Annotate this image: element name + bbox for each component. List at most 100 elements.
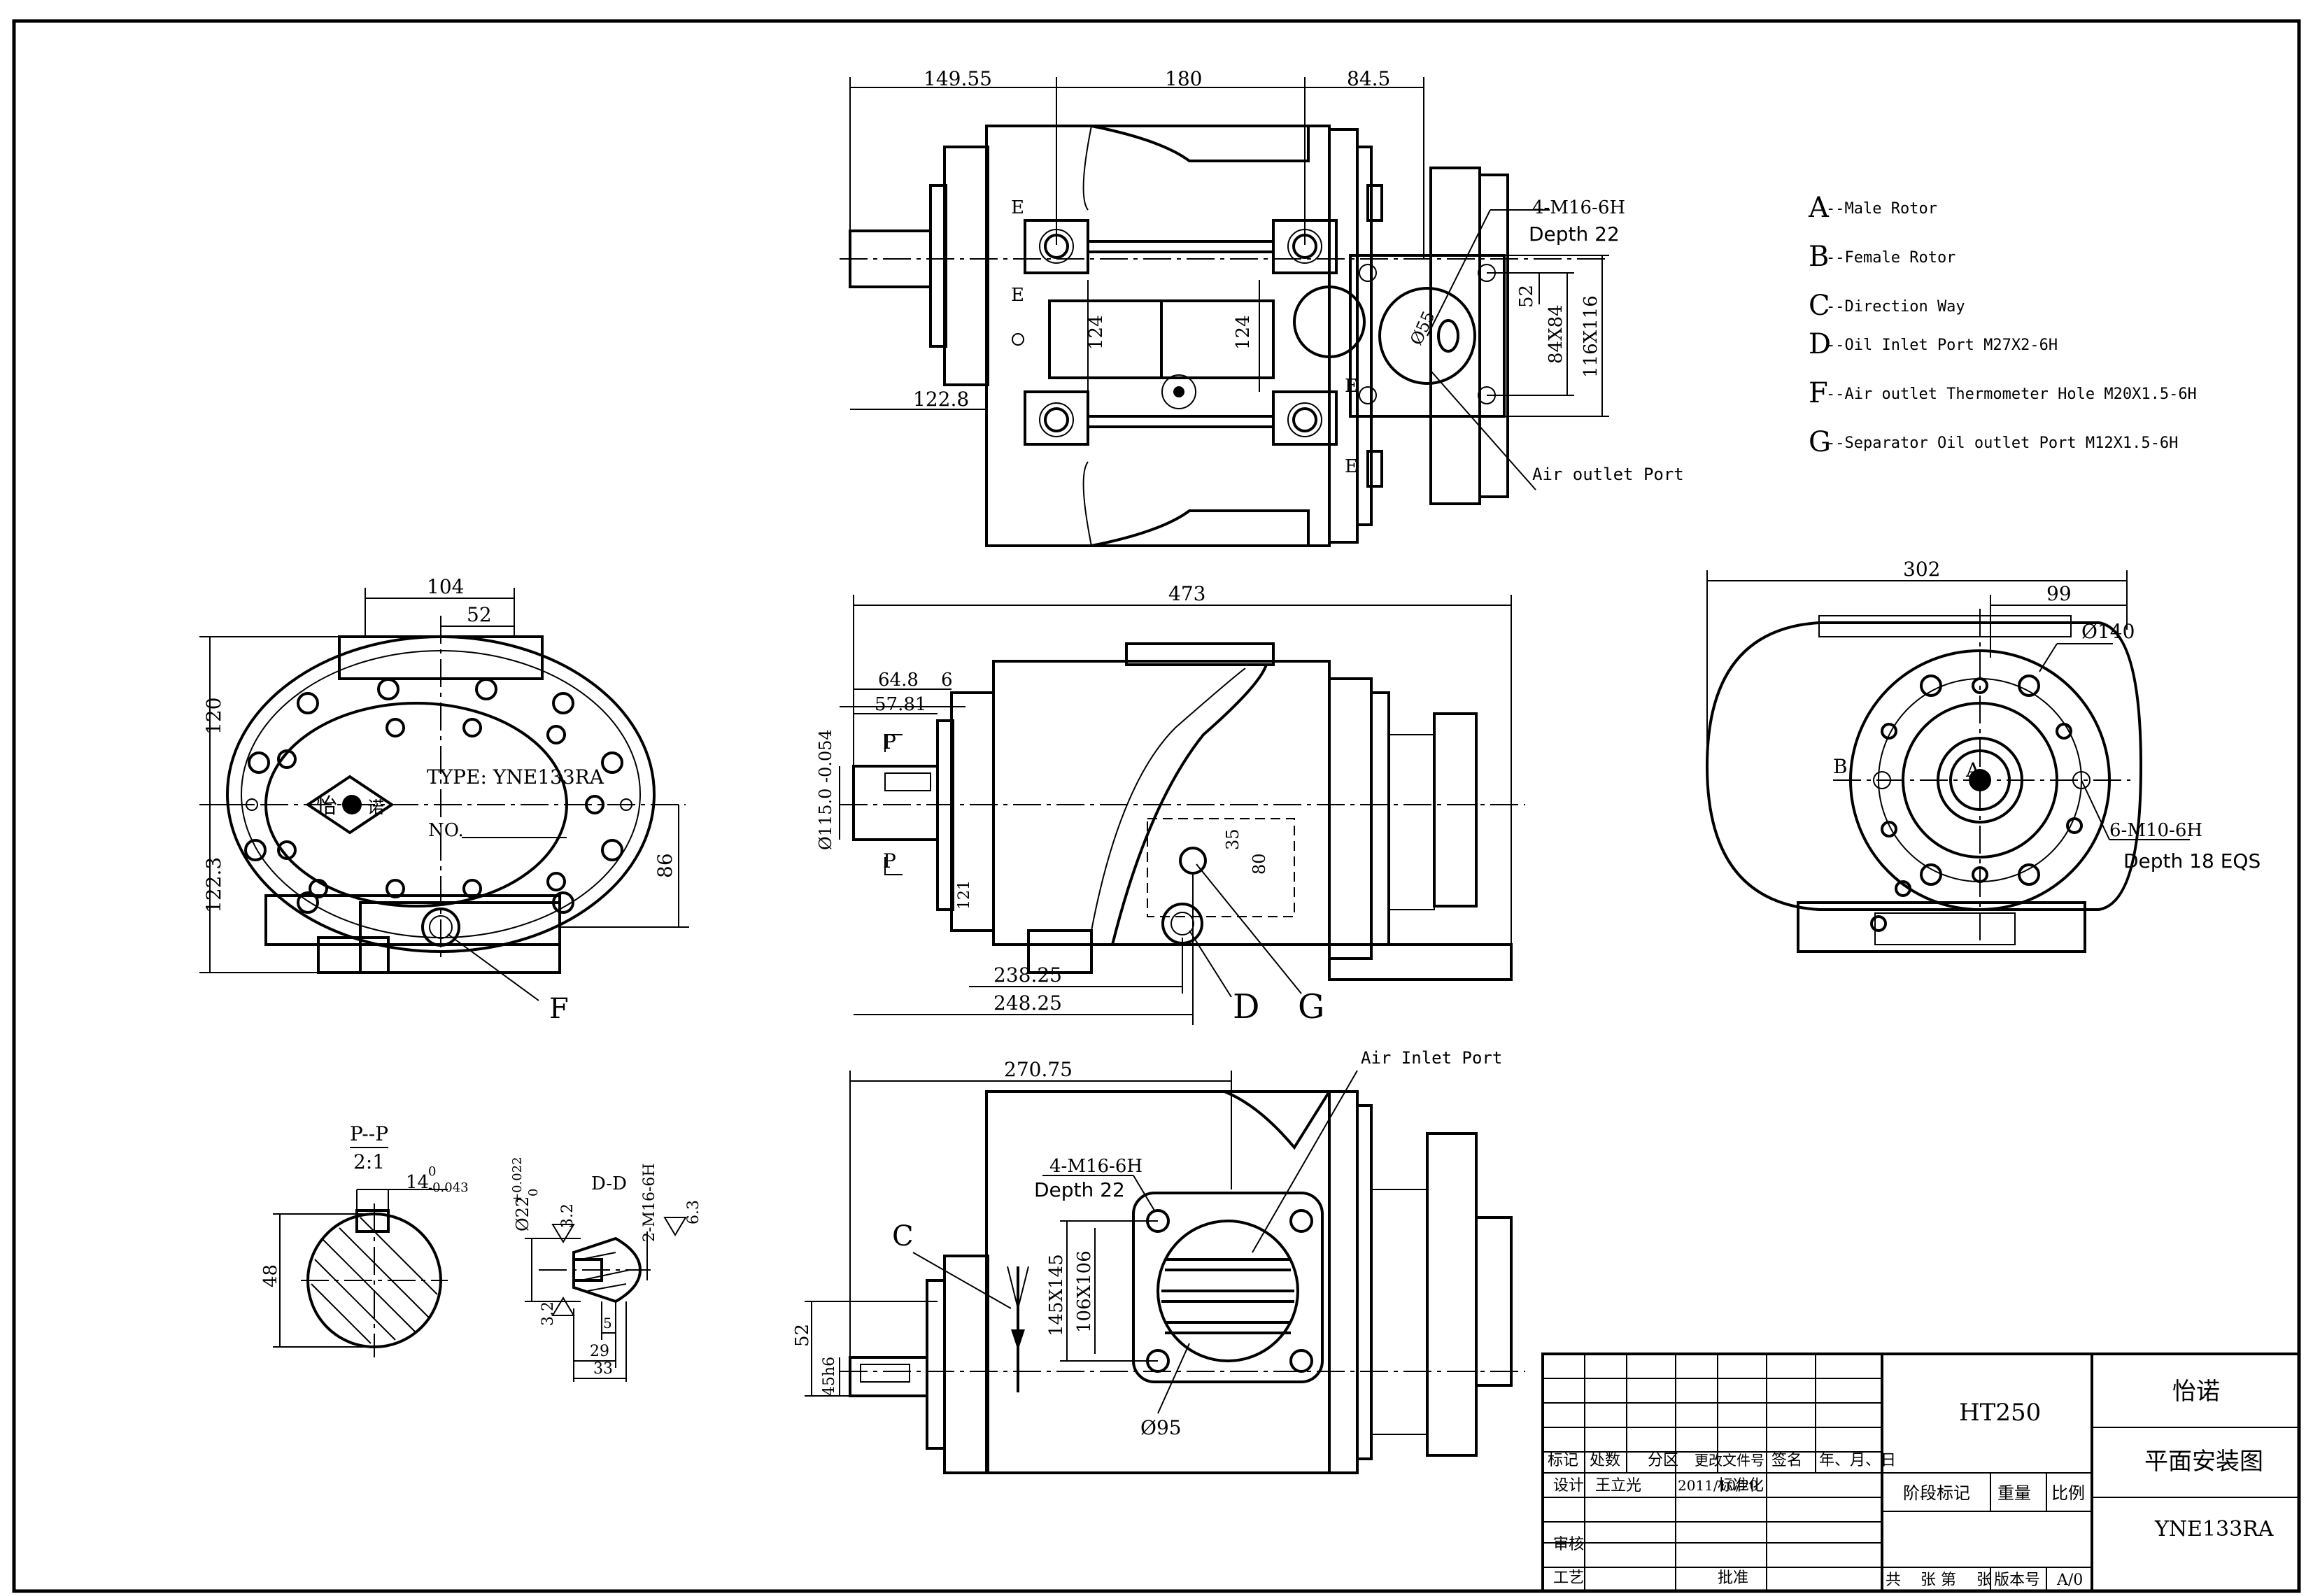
dim-5: 5	[603, 1315, 612, 1332]
dim-122-3: 122.3	[202, 857, 225, 913]
rev-header-date: 年、月、日	[1819, 1452, 1896, 1469]
dim-124-b: 124	[1233, 315, 1254, 350]
thread-note-right: 6-M10-6H	[2109, 820, 2202, 841]
rough-6-3: 6.3	[685, 1200, 702, 1224]
section-mark-e3: E	[1345, 376, 1358, 397]
legend-letter-b: B	[1809, 241, 1829, 273]
dim-dia-22-upper: +0.022	[510, 1157, 525, 1203]
model-number: YNE133RA	[2154, 1517, 2274, 1541]
sheets-total: 共	[1886, 1572, 1901, 1589]
thread-2-m16: 2-M16-6H	[641, 1163, 658, 1242]
rev-header-count: 处数	[1590, 1452, 1620, 1469]
legend-letter-g: G	[1809, 426, 1831, 458]
bottom-view: 270.75 145X145 106X106 Ø95 52 45h6 Air I…	[792, 1048, 1525, 1474]
logo-char-2: 诺	[367, 798, 384, 817]
legend-letter-f: F	[1809, 377, 1828, 409]
check-label: 审核	[1553, 1536, 1584, 1553]
label-b: B	[1833, 755, 1848, 778]
dia-95: Ø95	[1140, 1416, 1182, 1439]
dim-302: 302	[1903, 558, 1940, 581]
dim-124-a: 124	[1086, 315, 1107, 350]
dim-99: 99	[2046, 582, 2072, 605]
rev-header-doc: 更改文件号	[1695, 1452, 1764, 1469]
section-mark-e1: E	[1011, 197, 1024, 218]
sheets-mid: 张 第	[1921, 1572, 1956, 1589]
dia-55: Ø55	[1406, 308, 1439, 348]
section-mark-e4: E	[1345, 456, 1358, 477]
right-bolts	[1873, 675, 2091, 897]
depth-note-top: Depth 22	[1529, 223, 1620, 246]
section-dd-title: D-D	[591, 1173, 627, 1194]
section-dd: D-D Ø22 +0.022 0 3.2 3.2 2-M16-6H 6.3 5 …	[510, 1157, 702, 1382]
dim-14-lower: -0.043	[428, 1180, 469, 1195]
label-a: A	[1965, 758, 1981, 782]
legend-text-f: --Air outlet Thermometer Hole M20X1.5-6H	[1826, 386, 2197, 403]
front-bolts	[244, 678, 632, 914]
dim-121: 121	[956, 880, 973, 910]
dim-473: 473	[1168, 582, 1205, 605]
design-date: 2011/10/20	[1678, 1477, 1758, 1494]
dia-140: Ø140	[2081, 620, 2135, 643]
dim-33: 33	[593, 1360, 613, 1378]
process-label: 工艺	[1553, 1569, 1584, 1587]
right-view: 302 99 Ø140 A B 6-M10-6H Depth 18 EQS	[1705, 558, 2261, 953]
dim-120: 120	[202, 698, 225, 735]
dim-14-upper: 0	[428, 1164, 436, 1179]
rev-header-mark: 标记	[1548, 1452, 1578, 1469]
dim-57-81: 57.81	[875, 694, 926, 715]
no-label: NO.	[428, 820, 464, 841]
dim-64-8: 64.8	[878, 670, 919, 691]
top-view: 149.55 180 84.5 122.8 124 124 52 84X84 1…	[840, 67, 1684, 547]
section-pp-scale: 2:1	[353, 1150, 385, 1173]
title-block: 标记 处数 分区 更改文件号 签名 年、月、日 设计 王立光 2011/10/2…	[1541, 1353, 2300, 1593]
dim-270-75: 270.75	[1004, 1058, 1073, 1081]
side-view: 473 64.8 6 57.81 Ø115.0 -0.054 121 35 80…	[816, 582, 1525, 1026]
section-pp-title: P--P	[350, 1122, 388, 1145]
callout-g: G	[1298, 987, 1324, 1026]
dim-86: 86	[653, 853, 677, 878]
drawing-border	[12, 19, 2301, 1593]
callout-f: F	[549, 993, 569, 1025]
stage-label: 阶段标记	[1903, 1483, 1970, 1503]
dim-dia-115: Ø115.0 -0.054	[816, 729, 835, 850]
callout-c: C	[892, 1220, 914, 1252]
legend-text-d: --Oil Inlet Port M27X2-6H	[1826, 337, 2058, 354]
rev-header-sign: 签名	[1771, 1452, 1802, 1469]
rev-header-zone: 分区	[1648, 1452, 1678, 1469]
legend-text-g: --Separator Oil outlet Port M12X1.5-6H	[1826, 435, 2178, 452]
designer-name: 王立光	[1595, 1477, 1641, 1495]
dim-248-25: 248.25	[993, 991, 1062, 1015]
dim-45h6: 45h6	[821, 1357, 838, 1396]
depth-note-right: Depth 18 EQS	[2123, 849, 2261, 873]
sheets-end: 张	[1976, 1572, 1992, 1589]
version-label: 版本号	[1994, 1572, 2040, 1589]
dim-29: 29	[590, 1343, 609, 1360]
standardization-label: 标准化	[1718, 1477, 1764, 1495]
dim-238-25: 238.25	[993, 963, 1062, 987]
legend-text-a: --Male Rotor	[1826, 200, 1937, 218]
company-name: 怡诺	[2172, 1378, 2220, 1406]
depth-note-bottom: Depth 22	[1034, 1178, 1125, 1201]
dim-122-8: 122.8	[913, 388, 969, 411]
air-inlet-label: Air Inlet Port	[1361, 1048, 1502, 1068]
legend-letter-a: A	[1808, 192, 1830, 224]
dim-180: 180	[1165, 67, 1202, 90]
legend-text-c: --Direction Way	[1826, 298, 1965, 316]
type-label: TYPE: YNE133RA	[427, 765, 604, 789]
dim-116x116: 116X116	[1580, 295, 1601, 378]
callout-d: D	[1233, 987, 1259, 1026]
dim-149-55: 149.55	[924, 67, 992, 90]
legend: A --Male Rotor B --Female Rotor C --Dire…	[1808, 192, 2197, 458]
dim-80: 80	[1250, 853, 1269, 875]
rough-3-2-b: 3.2	[539, 1301, 557, 1326]
material-label: HT250	[1959, 1399, 2041, 1427]
thread-note-bottom: 4-M16-6H	[1049, 1156, 1143, 1177]
logo-char-1: 怡	[316, 794, 337, 819]
section-pp: P--P 2:1 48 14 0 -0.043	[260, 1122, 469, 1357]
dim-104: 104	[427, 575, 464, 598]
dim-84x84: 84X84	[1545, 304, 1566, 364]
dim-52-front: 52	[467, 603, 492, 626]
dim-6: 6	[941, 670, 953, 691]
dim-14: 14	[406, 1172, 429, 1193]
